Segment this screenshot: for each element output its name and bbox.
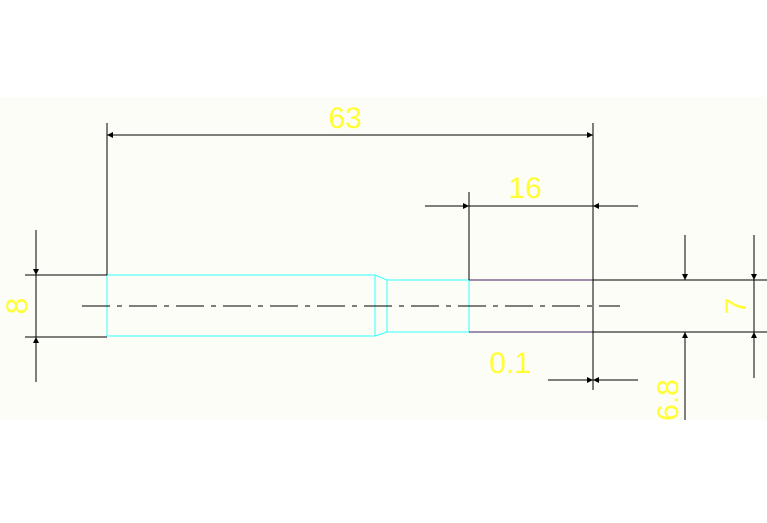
drawing-area — [0, 97, 767, 420]
dim-text-6-8: 6.8 — [652, 379, 685, 421]
dim-text-0-1: 0.1 — [489, 347, 531, 380]
dimension-lines — [33, 132, 757, 383]
extension-lines — [25, 123, 767, 420]
dim-text-63: 63 — [328, 102, 361, 135]
dim-text-7: 7 — [720, 298, 753, 315]
bore-outline — [469, 279, 593, 333]
dim-text-16: 16 — [508, 172, 541, 205]
dim-text-8: 8 — [1, 298, 34, 315]
dimension-texts: 63 16 0.1 8 7 6.8 — [1, 102, 753, 421]
